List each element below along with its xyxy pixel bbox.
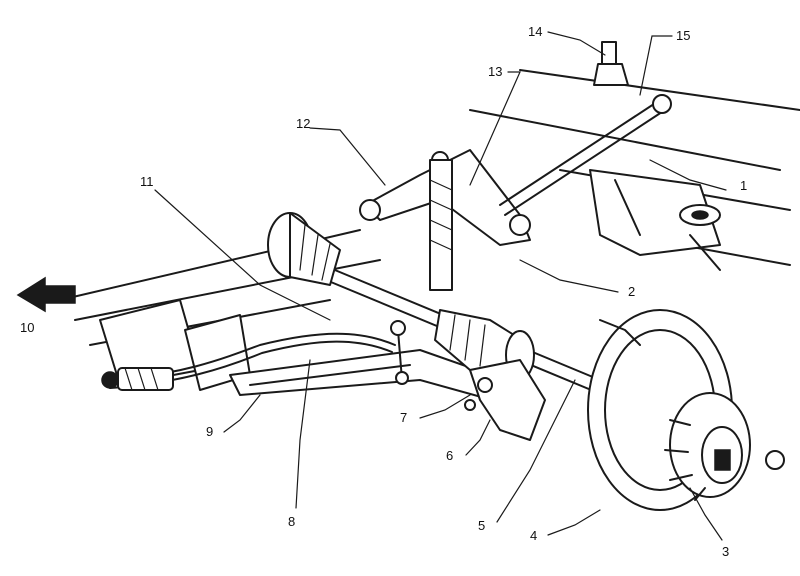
callout-11: 11	[140, 174, 154, 189]
callout-10: 10	[20, 320, 34, 335]
inner-cv-boot	[267, 212, 341, 286]
tie-rod	[499, 94, 672, 216]
callout-4: 4	[530, 528, 537, 543]
frame-rail	[469, 69, 800, 271]
stabilizer-bar	[101, 332, 396, 391]
callout-13: 13	[488, 64, 502, 79]
callout-7: 7	[400, 410, 407, 425]
forward-direction-arrow	[16, 276, 76, 313]
callout-8: 8	[288, 514, 295, 529]
leader-lines	[154, 31, 727, 541]
hub-assembly	[664, 392, 785, 501]
callout-2: 2	[628, 284, 635, 299]
callout-15: 15	[676, 28, 690, 43]
callout-14: 14	[528, 24, 542, 39]
callout-5: 5	[478, 518, 485, 533]
stabilizer-link	[390, 320, 409, 385]
top-bolt	[593, 41, 629, 86]
callout-6: 6	[446, 448, 453, 463]
callout-3: 3	[722, 544, 729, 559]
callout-9: 9	[206, 424, 213, 439]
shock-absorber	[429, 159, 453, 291]
callout-12: 12	[296, 116, 310, 131]
steering-knuckle	[464, 359, 546, 441]
callout-1: 1	[740, 178, 747, 193]
